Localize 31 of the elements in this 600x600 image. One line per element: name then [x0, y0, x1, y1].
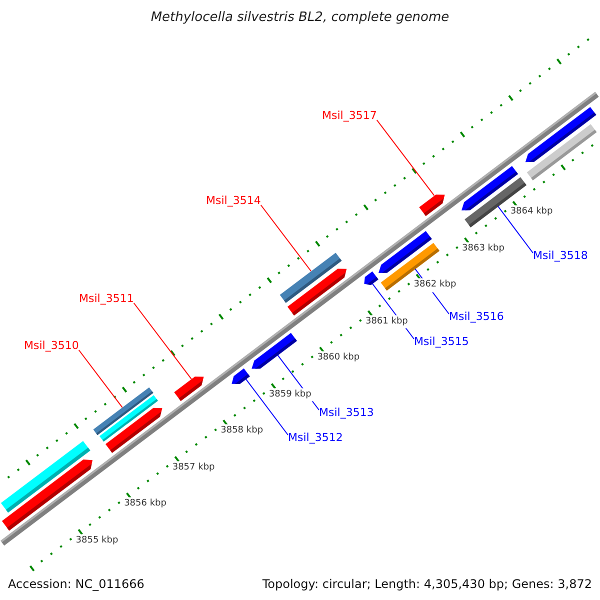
- tick-label: 3862 kbp: [412, 278, 458, 292]
- leader-line: [78, 350, 123, 408]
- tick-label: 3859 kbp: [268, 388, 312, 402]
- gene-label: Msil_3515: [414, 335, 469, 348]
- leader-line: [260, 204, 312, 272]
- title: Methylocella silvestris BL2, complete genome: [150, 9, 450, 27]
- gene-feature: [419, 194, 445, 216]
- gene-label: Msil_3511: [79, 292, 134, 305]
- genome-stats-text: Topology: circular; Length: 4,305,430 bp; Genes: 3,872: [262, 576, 592, 593]
- gene-feature: [0, 440, 90, 513]
- gene-label: Msil_3510: [24, 339, 79, 352]
- gene-feature: [232, 368, 250, 384]
- gene-label: Msil_3512: [288, 431, 343, 444]
- gene-label: Msil_3516: [449, 310, 504, 323]
- gene-feature: [287, 268, 347, 316]
- gene-feature: [174, 376, 204, 402]
- leader-line: [245, 378, 288, 436]
- gene-label: Msil_3518: [533, 249, 588, 262]
- gene-label: Msil_3513: [319, 406, 374, 419]
- tick-label: 3857 kbp: [171, 460, 216, 474]
- leader-line: [133, 302, 192, 380]
- tick-label: 3855 kbp: [74, 534, 120, 548]
- gene-feature: [364, 271, 378, 286]
- tick-label: 3861 kbp: [364, 315, 409, 328]
- leader-line: [376, 120, 435, 196]
- gene-feature: [526, 124, 597, 180]
- gene-feature: [252, 332, 297, 369]
- gene-label: Msil_3514: [206, 194, 261, 207]
- gene-feature: [105, 408, 162, 453]
- gene-label: Msil_3517: [322, 109, 377, 122]
- accession-text: Accession: NC_011666: [8, 576, 144, 593]
